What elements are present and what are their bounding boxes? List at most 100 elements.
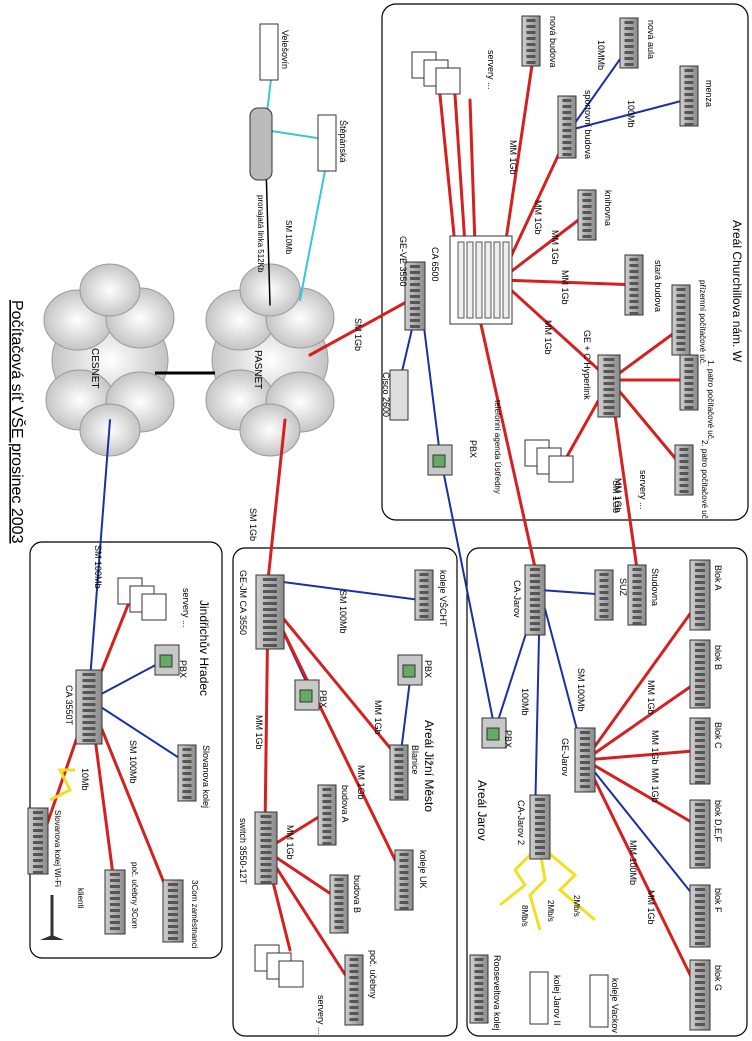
- pbx-zizkov: [427, 444, 453, 476]
- label-budova-a: budova A: [340, 785, 350, 823]
- telecom-note: telefonní agenda Ústředny: [493, 400, 502, 494]
- label-poc-ucebny: poč. učebny: [368, 950, 378, 999]
- modem-velesovin: [259, 23, 279, 81]
- switch-stara-budova: [624, 254, 644, 316]
- switch-rooseveltova: [469, 954, 489, 1024]
- area-jh-box: [29, 541, 223, 959]
- poc-3com-label: poč. učebny 3Com: [130, 862, 139, 929]
- switch-koleje-uk: [394, 849, 414, 911]
- switch-blok-g: [689, 959, 711, 1031]
- jarov-link-5: MM 100Mb: [628, 840, 638, 885]
- jarov-link-3: MM 1Gb: [650, 730, 660, 765]
- router-label: GE-VE 3550: [398, 236, 408, 287]
- switch-1-patro: [679, 354, 699, 411]
- label-sm-10mb: SM 10Mb: [284, 220, 293, 255]
- switch-poc-ucebny: [344, 954, 364, 1026]
- servers-right-label: servery ...: [638, 470, 648, 510]
- link-5: MM 1Gb: [543, 320, 553, 355]
- ca-jarov-2-label: CA-Jarov 2: [516, 800, 526, 845]
- label-velesovin: Velešovín: [280, 30, 290, 69]
- jm-pbx2-label: PBX: [423, 660, 433, 678]
- switch-prizemi: [671, 284, 691, 356]
- jarov-link-0: SM 100Mb: [576, 668, 586, 712]
- switch-menza: [679, 65, 699, 127]
- area-title-zizkov: Areál Churchillova nám. W: [730, 220, 744, 363]
- wireless-link-jh: [49, 768, 75, 802]
- servers-jh: [117, 577, 167, 621]
- cesnet-label: CESNET: [89, 348, 100, 389]
- switch-ca-3550t: [75, 669, 103, 745]
- label-stepanska: Štěpánská: [338, 120, 348, 163]
- jh-core-label: CA 3550T: [64, 685, 74, 726]
- pbx-jh: [154, 644, 180, 676]
- switch-3com-zamestnanci: [162, 879, 184, 943]
- modem-vackov: [589, 974, 609, 1028]
- switch-blok-def: [689, 799, 711, 869]
- jm-switch-label: switch 3550-12T: [238, 818, 248, 885]
- pasnet-label: PASNET: [252, 350, 263, 389]
- jm-link-5: SM 1Gb: [248, 508, 258, 541]
- wireless-0: 2Mb/s: [572, 895, 581, 917]
- jh-link-1: SM 100Mb: [128, 740, 138, 784]
- switch-ge-jm-3550: [255, 574, 285, 650]
- switch-knihovna: [577, 189, 597, 241]
- blok-a-label: Blok A: [713, 565, 723, 591]
- jh-pbx-label: PBX: [178, 660, 188, 678]
- blok-f-label: blok F: [713, 888, 723, 913]
- link-2: MM 1Gb: [533, 200, 543, 235]
- studovna-label: Studovna: [650, 568, 660, 606]
- switch-suz: [594, 569, 614, 621]
- label-stara-budova: stará budova: [653, 260, 663, 312]
- servers-zizkov-top: [411, 51, 461, 95]
- switch-nova-aula: [619, 17, 639, 69]
- switch-3550-12t: [254, 811, 278, 885]
- jh-servers-label: servery ...: [181, 588, 191, 628]
- switch-budova-b: [329, 874, 349, 934]
- pbx-jarov: [481, 717, 507, 749]
- jarov-link-7: SM 1Gb: [611, 480, 621, 513]
- switch-ge-ve-3550: [404, 261, 426, 331]
- label-vscht: koleje VŠCHT: [438, 570, 448, 627]
- label-knihovna: knihovna: [603, 190, 613, 226]
- page-title: Počítačová síť VŠE prosinec 2003: [8, 300, 27, 544]
- pbx-jm-1: [294, 679, 320, 711]
- link-4: MM 1Gb: [560, 270, 570, 305]
- area-zizkov-box: [381, 3, 749, 521]
- slovanova-label: Slovanova kolej: [201, 745, 211, 808]
- area-jarov-box: [466, 547, 748, 1037]
- area-jizni-mesto-box: [232, 547, 458, 1037]
- switch-blok-a: [689, 559, 711, 631]
- blok-c-label: Blok C: [713, 722, 723, 749]
- jh-link-2: 10Mb: [80, 768, 90, 791]
- cesnet-cloud: [43, 263, 175, 457]
- jm-core-label: GE-JM CA 3550: [238, 570, 248, 635]
- wireless-link-1: [499, 848, 537, 907]
- wireless-link-2: [528, 849, 547, 931]
- link-100mb: 100Mb: [626, 100, 636, 128]
- jm-link-1: MM 1Gb: [373, 700, 383, 735]
- rooseveltova-label: Rooseveltova kolej: [492, 955, 502, 1031]
- core-slot: [502, 241, 510, 319]
- core-slot: [493, 241, 501, 319]
- label-nova-aula: nová aula: [646, 20, 656, 59]
- label-leased-line: pronajatá linka 512Kb: [256, 195, 265, 273]
- link-1: MM 1Gb: [508, 140, 518, 175]
- blok-b-label: blok B: [713, 645, 723, 670]
- wireless-2: 8Mb/s: [520, 905, 529, 927]
- area-title-jh: Jindřichův Hradec: [197, 600, 211, 696]
- label-prizemni: přízemní počítačové uč.: [698, 280, 707, 365]
- switch-blok-b: [689, 639, 711, 709]
- switch-budova-a: [317, 784, 337, 846]
- switch-slovanova-wifi: [27, 807, 49, 875]
- ge-jarov-label: GE-Jarov: [560, 738, 570, 777]
- switch-nova-budova: [521, 15, 541, 67]
- switch-ca-jarov: [524, 564, 546, 636]
- jarov-link-1: 100Mb: [520, 688, 530, 716]
- cisco-2600: [389, 369, 409, 421]
- core-slot: [466, 241, 474, 319]
- label-blanice: Blanice: [410, 745, 420, 775]
- switch-blanice: [389, 744, 409, 801]
- jarov-ii-label: kolej Jarov II: [552, 975, 562, 1026]
- router-leased: [249, 107, 273, 181]
